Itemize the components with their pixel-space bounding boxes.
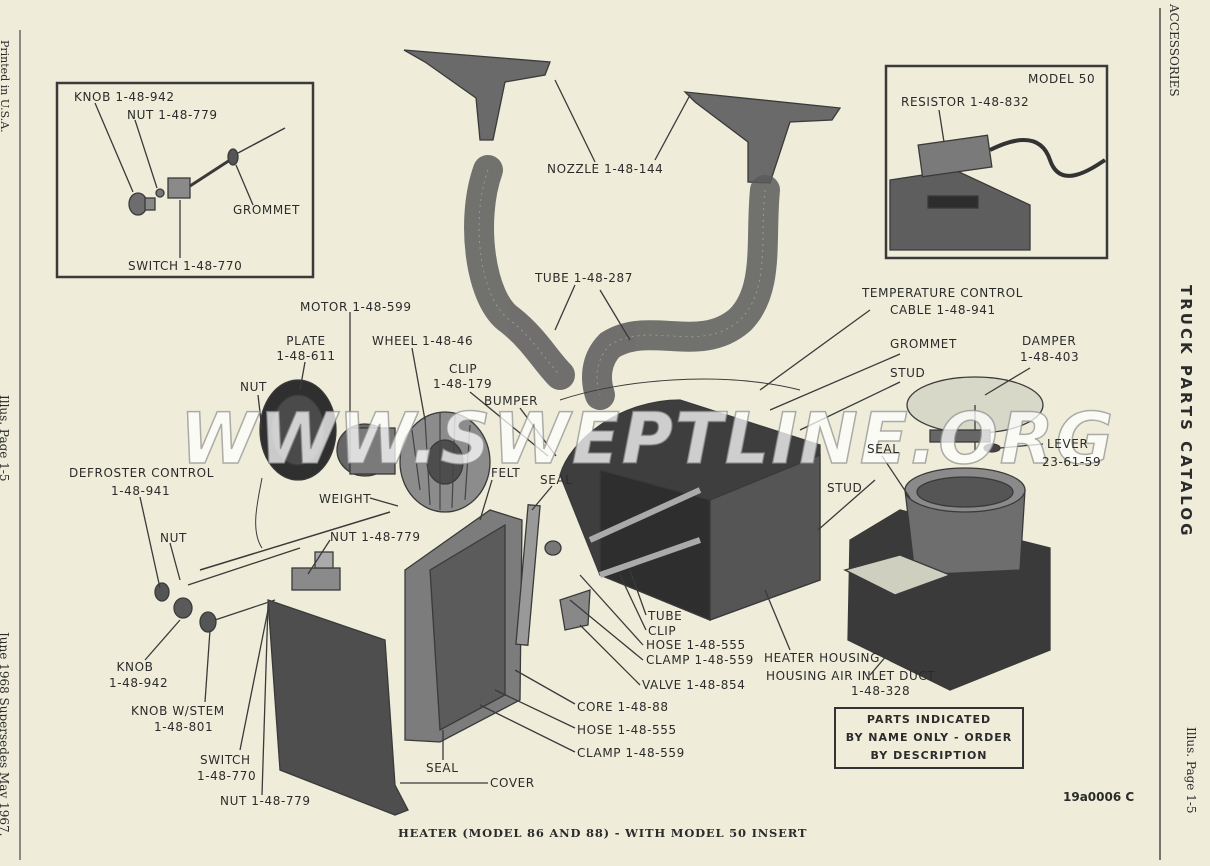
tube-label: TUBE 1-48-287 [535,271,634,285]
felt-label: FELT [491,466,521,480]
defroster-control-label: DEFROSTER CONTROL [69,466,214,480]
seal-label: SEAL [540,473,573,487]
valve-label: VALVE 1-48-854 [642,678,746,692]
section-title: ACCESSORIES [1167,4,1181,97]
clamp-mid-label: CLAMP 1-48-559 [646,653,754,667]
motor-label: MOTOR 1-48-599 [300,300,412,314]
nut-label: NUT 1-48-779 [127,108,218,122]
plate-number: 1-48-611 [276,349,336,363]
clip-number: 1-48-179 [433,377,493,391]
switch-low-label: SWITCH [200,753,251,767]
knob-label: KNOB 1-48-942 [74,90,175,104]
blower-drawing [259,379,491,513]
core-drawing [404,504,541,743]
knob-stem-label: KNOB W/STEM [131,704,225,718]
stud-top-label: STUD [890,366,926,380]
notice-line-3: BY DESCRIPTION [870,749,988,762]
printed-in-note: Printed in U.S.A. [0,40,11,133]
heater-housing-label: HEATER HOUSING [764,651,881,665]
notice-box: PARTS INDICATED BY NAME ONLY - ORDER BY … [834,707,1024,769]
bumper-label: BUMPER [484,394,539,408]
plate-label: PLATE [286,334,326,348]
knob-low-number: 1-48-942 [109,676,169,690]
switch-low-number: 1-48-770 [197,769,257,783]
resistor-label: RESISTOR 1-48-832 [901,95,1030,109]
damper-label: DAMPER [1022,334,1077,348]
temp-control-number: CABLE 1-48-941 [890,303,996,317]
illus-page-left: Illus. Page 1-5 [0,395,11,482]
clip-mid-label: CLIP [648,624,677,638]
date-note: June 1968 Supersedes May 1967. [0,632,11,837]
knob-low-label: KNOB [116,660,154,674]
notice-line-1: PARTS INDICATED [866,713,992,726]
nut-left-label: NUT [240,380,267,394]
wheel-label: WHEEL 1-48-46 [372,334,474,348]
inlet-duct-label: HOUSING AIR INLET DUCT [766,669,936,683]
cover-label: COVER [490,776,535,790]
defroster-control-number: 1-48-941 [111,484,171,498]
heater-housing-drawing [544,399,821,631]
defroster-control-drawing [154,511,391,633]
hose-label: HOSE 1-48-555 [577,723,677,737]
lever-label: LEVER [1047,437,1089,451]
nut-bottom-label: NUT 1-48-779 [220,794,311,808]
switch-assembly-drawing [128,127,286,216]
damper-drawing [906,376,1044,453]
clip-label: CLIP [449,362,478,376]
figure-caption: HEATER (MODEL 86 AND 88) - WITH MODEL 50… [398,826,808,840]
model50-label: MODEL 50 [1028,72,1096,86]
catalog-title: TRUCK PARTS CATALOG [1177,285,1195,539]
notice-line-2: BY NAME ONLY - ORDER [845,731,1013,744]
nut-mid2-label: NUT 1-48-779 [330,530,421,544]
watermark: WWW.SWEPTLINE.ORG [179,397,1116,481]
resistor-insert-drawing [889,109,1107,251]
switch-label: SWITCH 1-48-770 [128,259,243,273]
tube-mid-label: TUBE [648,609,683,623]
hose-mid-label: HOSE 1-48-555 [646,638,746,652]
seal-bottom-label: SEAL [426,761,459,775]
figure-code: 19a0006 C [1063,790,1135,804]
stud-right-label: STUD [827,481,863,495]
seal-right-label: SEAL [867,442,900,456]
illus-page-right: Illus. Page 1-5 [1184,727,1198,814]
nozzle-drawing [403,49,842,184]
grommet-label: GROMMET [233,203,300,217]
damper-number: 1-48-403 [1020,350,1080,364]
nozzle-label: NOZZLE 1-48-144 [547,162,664,176]
lever-number: 23-61-59 [1042,455,1102,469]
cover-drawing [267,599,409,816]
inlet-duct-drawing [843,467,1051,691]
inlet-duct-number: 1-48-328 [851,684,911,698]
weight-label: WEIGHT [319,492,372,506]
knob-stem-number: 1-48-801 [154,720,214,734]
clamp-label: CLAMP 1-48-559 [577,746,685,760]
core-label: CORE 1-48-88 [577,700,669,714]
nut-mid-label: NUT [160,531,187,545]
grommet-right-label: GROMMET [890,337,957,351]
temp-control-label: TEMPERATURE CONTROL [862,286,1024,300]
